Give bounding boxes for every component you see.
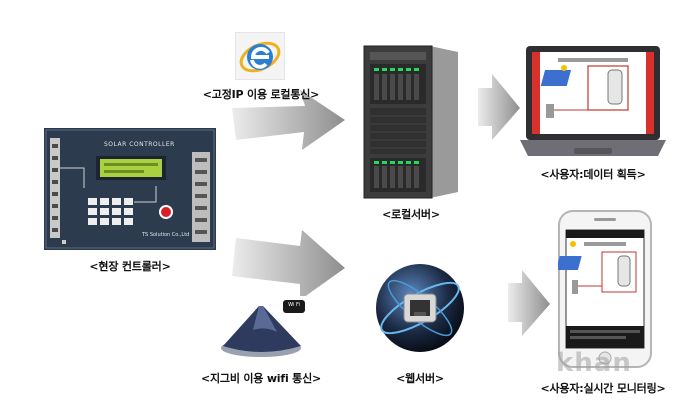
controller-brand: TS Solution Co.,Ltd bbox=[142, 232, 190, 238]
arrow-local-server-to-laptop bbox=[478, 74, 520, 140]
controller-panel-title: SOLAR CONTROLLER bbox=[104, 141, 175, 148]
arrow-controller-to-local-server bbox=[232, 90, 345, 150]
fixed-ip-caption: <고정IP 이용 로컬통신> bbox=[202, 88, 320, 101]
laptop bbox=[518, 44, 668, 162]
arrow-controller-to-web-server bbox=[232, 230, 345, 300]
internet-explorer-icon bbox=[235, 32, 285, 80]
wifi-badge-label: Wi Fi bbox=[288, 302, 300, 308]
laptop-screen bbox=[532, 52, 654, 134]
network-globe-icon bbox=[376, 264, 464, 352]
laptop-icon bbox=[520, 46, 666, 156]
local-server bbox=[360, 42, 462, 202]
phone-caption: <사용자:실시간 모니터링> bbox=[540, 382, 666, 395]
watermark: khan bbox=[556, 348, 632, 378]
local-server-caption: <로컬서버> bbox=[382, 208, 440, 221]
solar-controller-device bbox=[44, 128, 216, 250]
lcd-screen bbox=[100, 159, 162, 177]
smartphone-icon bbox=[558, 210, 652, 368]
laptop-caption: <사용자:데이터 획득> bbox=[540, 168, 646, 181]
server-tower-icon bbox=[363, 45, 458, 199]
zigbee-caption: <지그비 이용 wifi 통신> bbox=[200, 372, 322, 385]
fixed-ip-icon bbox=[235, 32, 285, 80]
zigbee-device: Wi Fi bbox=[215, 296, 307, 362]
zigbee-antenna-icon bbox=[215, 296, 307, 362]
web-server-caption: <웹서버> bbox=[396, 372, 444, 385]
red-button-icon bbox=[161, 207, 171, 217]
web-server bbox=[370, 250, 470, 360]
solar-controller: SOLAR CONTROLLER TS Solution Co.,Ltd bbox=[44, 128, 216, 250]
controller-caption: <현장 컨트롤러> bbox=[89, 260, 171, 273]
smartphone bbox=[558, 210, 652, 368]
arrow-web-server-to-phone bbox=[508, 270, 550, 336]
wifi-badge bbox=[283, 300, 305, 313]
